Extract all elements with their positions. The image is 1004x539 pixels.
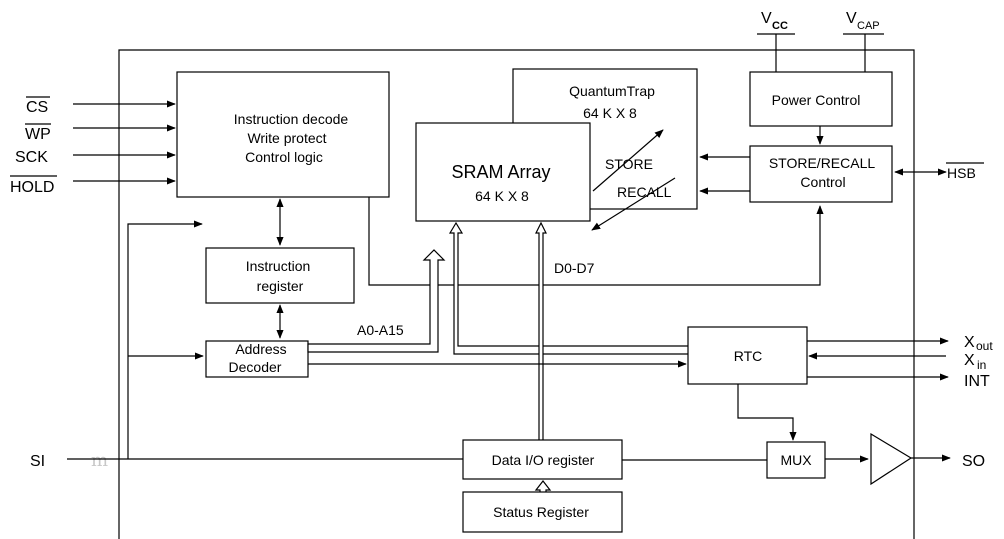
svg-text:V: V xyxy=(761,10,772,27)
svg-text:CC: CC xyxy=(772,20,788,32)
svg-text:CS: CS xyxy=(26,99,48,116)
mux-block xyxy=(766,441,826,479)
svg-text:Instruction: Instruction xyxy=(246,258,311,274)
output-buffer xyxy=(870,432,913,486)
svg-text:Instruction decode: Instruction decode xyxy=(234,111,349,127)
address-bus-label: A0-A15 xyxy=(357,322,404,338)
svg-text:Power Control: Power Control xyxy=(772,92,861,108)
sram-array-block xyxy=(415,122,591,222)
svg-text:CAP: CAP xyxy=(857,20,880,32)
svg-text:Address: Address xyxy=(235,341,286,357)
pin-wp: WP xyxy=(25,123,176,143)
status-register-block xyxy=(462,491,623,533)
svg-text:STORE: STORE xyxy=(605,156,653,172)
svg-text:X: X xyxy=(964,352,975,369)
svg-text:RTC: RTC xyxy=(734,348,763,364)
pin-vcap: V CAP xyxy=(843,10,884,72)
address-decoder-block xyxy=(205,340,309,378)
pin-int: INT xyxy=(964,373,990,390)
pin-xin: X in xyxy=(964,352,986,372)
svg-text:X: X xyxy=(964,334,975,351)
svg-text:HSB: HSB xyxy=(947,165,976,181)
svg-text:register: register xyxy=(257,278,304,294)
data-bus-label: D0-D7 xyxy=(554,260,595,276)
svg-text:Decoder: Decoder xyxy=(229,359,282,375)
svg-text:V: V xyxy=(846,10,857,27)
pin-hold: HOLD xyxy=(10,175,176,196)
svg-text:WP: WP xyxy=(25,126,51,143)
watermark: m xyxy=(91,450,108,471)
svg-text:Control: Control xyxy=(800,174,845,190)
svg-text:STORE/RECALL: STORE/RECALL xyxy=(769,155,876,171)
power-control-block xyxy=(749,71,893,127)
svg-text:HOLD: HOLD xyxy=(10,179,54,196)
svg-text:Status Register: Status Register xyxy=(493,504,589,520)
store-recall-control-block xyxy=(749,145,893,203)
svg-text:in: in xyxy=(977,358,986,372)
data-io-register-block xyxy=(462,439,623,480)
svg-text:SRAM Array: SRAM Array xyxy=(451,162,550,182)
instruction-decode-block xyxy=(176,71,390,198)
pin-vcc: V CC xyxy=(757,10,795,72)
svg-text:out: out xyxy=(976,339,993,353)
chip-outline xyxy=(118,49,915,539)
svg-text:SCK: SCK xyxy=(15,149,48,166)
svg-text:64 K X 8: 64 K X 8 xyxy=(583,105,637,121)
pin-so: SO xyxy=(962,453,985,470)
svg-text:64 K X 8: 64 K X 8 xyxy=(475,188,529,204)
pin-xout: X out xyxy=(964,334,993,353)
pin-cs: CS xyxy=(26,96,176,116)
svg-text:Write protect: Write protect xyxy=(247,130,326,146)
svg-text:Data I/O register: Data I/O register xyxy=(492,452,595,468)
pin-sck: SCK xyxy=(15,149,176,166)
svg-text:QuantumTrap: QuantumTrap xyxy=(569,83,655,99)
pin-hsb: HSB xyxy=(946,162,984,181)
pin-si: SI xyxy=(30,453,45,470)
svg-text:MUX: MUX xyxy=(780,452,812,468)
svg-text:Control logic: Control logic xyxy=(245,149,323,165)
rtc-block xyxy=(687,326,808,385)
instruction-register-block xyxy=(205,247,355,304)
